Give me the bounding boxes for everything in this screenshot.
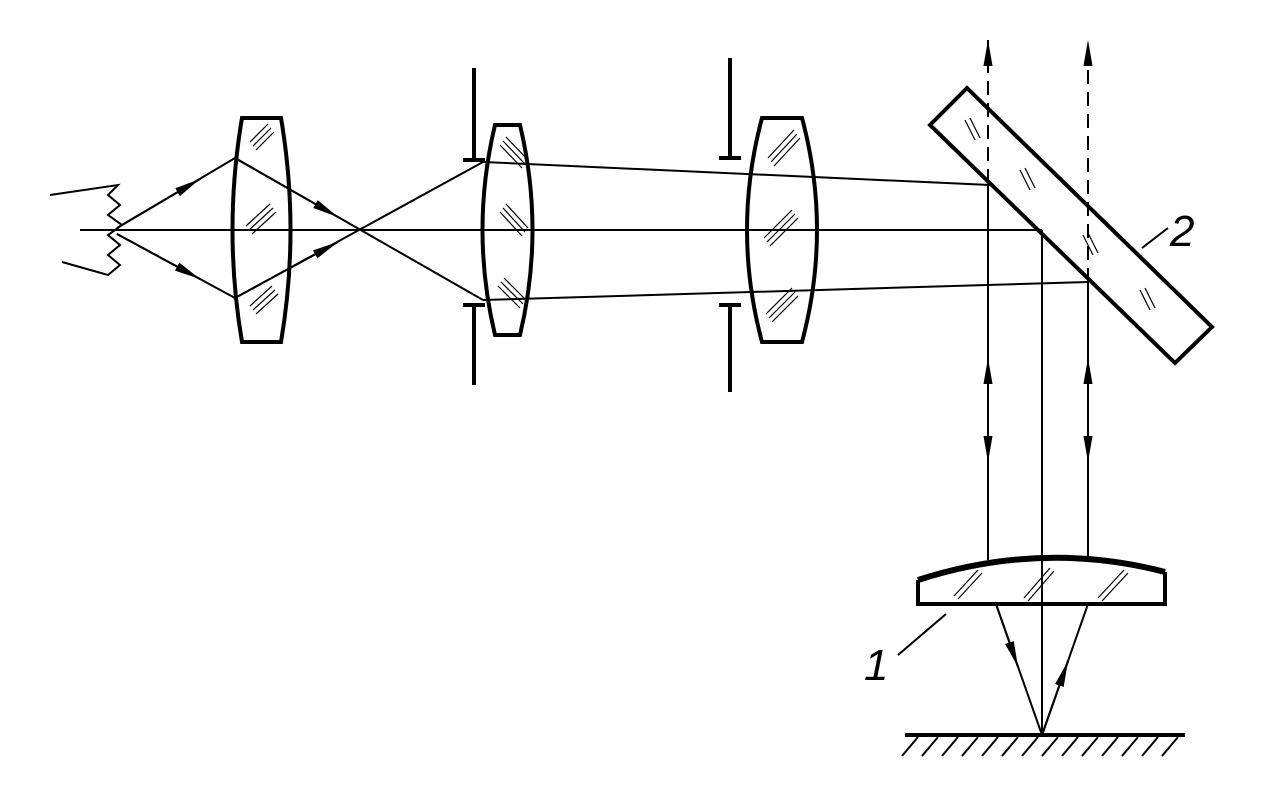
- object-surface: [901, 733, 1185, 757]
- collimator-lens: [745, 116, 819, 344]
- label-2-leader: [1141, 227, 1169, 249]
- crossing-rays: [234, 157, 484, 301]
- vertical-beams: [983, 40, 1093, 735]
- source-rays: [116, 157, 236, 299]
- label-2: 2: [1169, 207, 1194, 256]
- beam-splitter-plate: [927, 85, 1215, 366]
- aperture-stop-1: [463, 68, 485, 385]
- aperture-stop-2: [719, 58, 741, 392]
- field-lens: [480, 123, 535, 337]
- condenser-lens: [230, 116, 293, 344]
- label-1: 1: [864, 641, 888, 690]
- label-1-leader: [897, 613, 947, 656]
- focused-rays: [995, 603, 1089, 736]
- objective-lens: [916, 554, 1167, 606]
